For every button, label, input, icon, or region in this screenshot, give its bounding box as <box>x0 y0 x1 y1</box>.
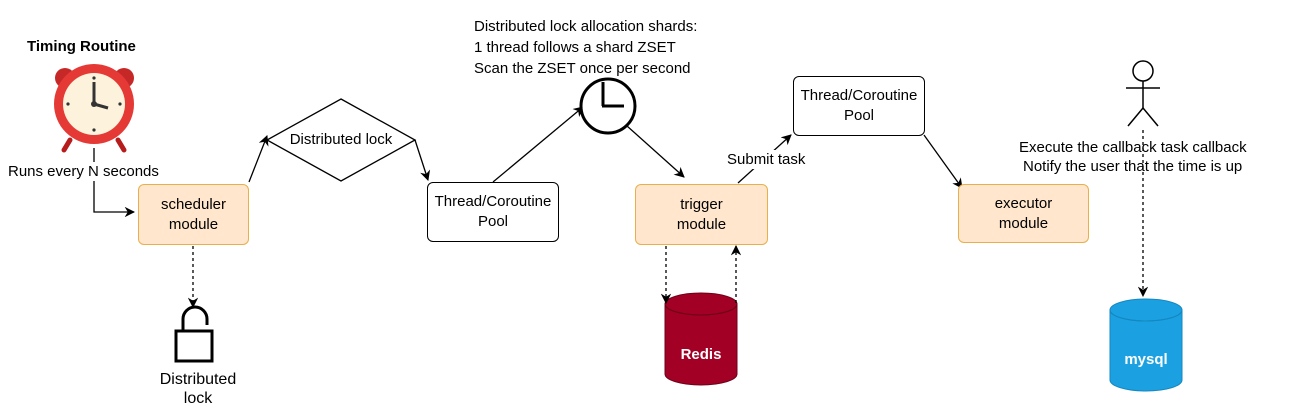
alarm-clock-icon <box>54 64 134 153</box>
clock-icon <box>579 77 637 135</box>
shards-note-line1: Distributed lock allocation shards: <box>474 18 698 35</box>
callback-note-line2: Notify the user that the time is up <box>1023 158 1243 175</box>
distributed-lock-diamond <box>265 98 417 182</box>
lock-label-line2: lock <box>183 390 213 407</box>
distributed-lock-diamond-label: Distributed lock <box>289 131 393 148</box>
executor-module[interactable]: executor module <box>958 184 1089 243</box>
thread-pool-right-label: Thread/Coroutine Pool <box>800 87 918 124</box>
mysql-label: mysql <box>1124 351 1168 368</box>
redis-database <box>664 292 738 386</box>
thread-pool-right[interactable]: Thread/Coroutine Pool <box>793 76 925 136</box>
runs-every-label: Runs every N seconds <box>8 162 159 181</box>
arrow-scheduler-to-lock <box>248 135 269 183</box>
scheduler-module[interactable]: scheduler module <box>138 184 249 245</box>
arrow-lock-to-pool <box>414 139 431 181</box>
mysql-database <box>1109 298 1183 392</box>
callback-note-line1: Execute the callback task callback <box>1019 139 1247 156</box>
arrow-clock-to-trigger <box>626 125 685 178</box>
scheduler-module-label: scheduler module <box>160 195 227 233</box>
redis-label: Redis <box>680 346 722 363</box>
shards-note-line3: Scan the ZSET once per second <box>474 60 691 77</box>
trigger-module-label: trigger module <box>676 195 727 233</box>
lock-label-line1: Distributed <box>159 371 237 388</box>
trigger-module[interactable]: trigger module <box>635 184 768 245</box>
submit-task-label: Submit task <box>727 150 806 169</box>
shards-note-line2: 1 thread follows a shard ZSET <box>474 39 676 56</box>
thread-pool-left-label: Thread/Coroutine Pool <box>434 193 552 230</box>
arrow-pool-to-executor <box>923 134 963 189</box>
distributed-lock-icon-label: Distributed lock <box>143 370 253 408</box>
executor-module-label: executor module <box>994 194 1053 232</box>
timing-routine-title: Timing Routine <box>27 38 136 55</box>
user-stick-figure-icon <box>1126 60 1160 127</box>
arrow-pool-to-clock <box>492 106 584 183</box>
thread-pool-left[interactable]: Thread/Coroutine Pool <box>427 182 559 242</box>
lock-icon <box>174 305 214 363</box>
